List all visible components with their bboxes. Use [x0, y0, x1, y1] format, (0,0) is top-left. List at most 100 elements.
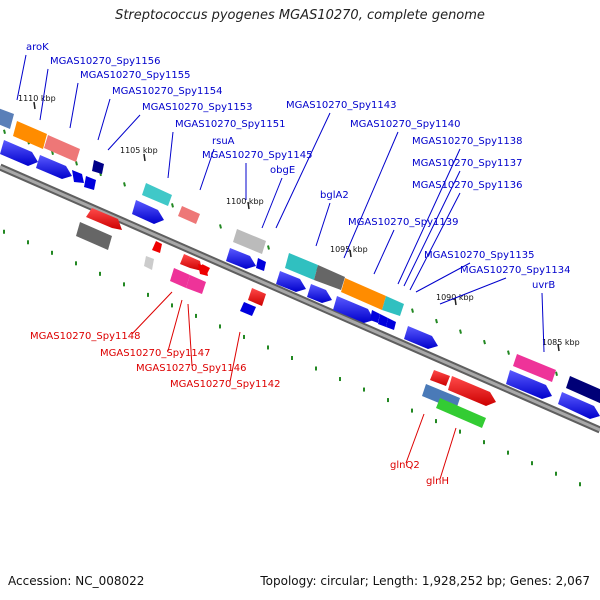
label-leader-line	[439, 427, 457, 480]
gene-label[interactable]: rsuA	[212, 136, 235, 147]
gene-feature	[256, 258, 266, 271]
gene-feature	[333, 296, 374, 323]
tick-mark	[557, 343, 560, 352]
gene-feature	[233, 229, 266, 254]
gene-feature	[142, 183, 172, 206]
gene-feature	[386, 318, 396, 330]
label-leader-line	[69, 82, 79, 129]
gene-feature	[276, 271, 306, 292]
gene-feature	[513, 354, 556, 382]
label-leader-line	[373, 229, 395, 275]
label-leader-line	[439, 277, 507, 305]
gc-marker	[555, 371, 558, 376]
gene-label[interactable]: MGAS10270_Spy1137	[412, 158, 522, 169]
gene-feature	[404, 326, 438, 349]
reverse-gene-labels: MGAS10270_Spy1148MGAS10270_Spy1147MGAS10…	[30, 291, 457, 487]
gene-feature	[202, 264, 210, 276]
gene-feature	[13, 121, 47, 149]
map-title: Streptococcus pyogenes MGAS10270, comple…	[115, 8, 485, 23]
tick-label: 1100 kbp	[226, 197, 264, 206]
genome-summary-text: Topology: circular; Length: 1,928,252 bp…	[260, 574, 590, 588]
gene-feature	[226, 248, 256, 269]
forward-gene-labels: aroKMGAS10270_Spy1156MGAS10270_Spy1155MG…	[16, 42, 570, 353]
label-leader-line	[131, 291, 173, 335]
gene-label[interactable]: glnQ2	[390, 460, 420, 471]
gene-label[interactable]: MGAS10270_Spy1147	[100, 348, 210, 359]
gc-marker	[507, 350, 510, 355]
label-leader-line	[275, 112, 331, 229]
label-leader-line	[409, 192, 461, 291]
gene-feature	[170, 268, 190, 288]
label-leader-line	[315, 202, 331, 247]
gc-marker	[267, 245, 270, 250]
tick-label: 1105 kbp	[120, 146, 158, 155]
gene-label[interactable]: MGAS10270_Spy1134	[460, 265, 570, 276]
label-leader-line	[167, 299, 183, 352]
label-leader-line	[187, 303, 193, 367]
gene-label[interactable]: MGAS10270_Spy1142	[170, 379, 280, 390]
gene-label[interactable]: MGAS10270_Spy1156	[50, 56, 160, 67]
gene-label[interactable]: MGAS10270_Spy1140	[350, 119, 460, 130]
gc-marker	[123, 182, 126, 187]
gc-marker	[171, 203, 174, 208]
forward-strand-genes	[0, 108, 600, 419]
gene-label[interactable]: aroK	[26, 42, 49, 53]
tick-mark	[454, 297, 457, 306]
gene-label[interactable]: bglA2	[320, 190, 349, 201]
label-leader-line	[167, 131, 174, 179]
gene-label[interactable]: MGAS10270_Spy1145	[202, 150, 312, 161]
gene-label[interactable]: MGAS10270_Spy1136	[412, 180, 522, 191]
gene-feature	[132, 200, 164, 224]
gene-label[interactable]: MGAS10270_Spy1139	[348, 217, 458, 228]
label-leader-line	[107, 114, 141, 151]
gene-feature	[248, 288, 266, 306]
gene-label[interactable]: MGAS10270_Spy1151	[175, 119, 285, 130]
gene-label[interactable]: MGAS10270_Spy1148	[30, 331, 140, 342]
label-leader-line	[397, 148, 461, 285]
gene-feature	[72, 170, 84, 183]
tick-label: 1110 kbp	[18, 94, 56, 103]
gene-feature	[0, 108, 14, 129]
gene-feature	[44, 135, 80, 162]
label-leader-line	[39, 68, 49, 121]
gene-feature	[506, 370, 552, 399]
gene-label[interactable]: MGAS10270_Spy1154	[112, 86, 222, 97]
gene-label[interactable]: MGAS10270_Spy1155	[80, 70, 190, 81]
gene-feature	[430, 370, 450, 386]
gene-feature	[558, 392, 600, 419]
gene-label[interactable]: MGAS10270_Spy1143	[286, 100, 396, 111]
gc-marker	[483, 339, 486, 345]
tick-mark	[33, 101, 36, 110]
gene-feature	[370, 310, 380, 323]
gene-feature	[178, 206, 200, 224]
gc-marker	[75, 161, 78, 166]
gene-feature	[76, 222, 112, 250]
gc-marker	[459, 329, 462, 334]
gene-feature	[448, 376, 496, 406]
label-leader-line	[229, 331, 241, 383]
gc-marker	[219, 224, 222, 229]
gene-feature	[84, 176, 96, 190]
label-leader-line	[343, 131, 399, 259]
gene-label[interactable]: uvrB	[532, 280, 555, 291]
gene-label[interactable]: glnH	[426, 476, 449, 487]
tick-label: 1095 kbp	[330, 245, 368, 254]
gene-label[interactable]: MGAS10270_Spy1138	[412, 136, 522, 147]
gene-feature	[382, 296, 404, 316]
reverse-strand-genes	[76, 208, 496, 428]
gene-label[interactable]: MGAS10270_Spy1153	[142, 102, 252, 113]
gene-feature	[240, 302, 256, 316]
gene-feature	[378, 314, 388, 327]
tick-mark	[143, 153, 146, 162]
gene-feature	[86, 208, 122, 230]
gene-feature	[314, 265, 345, 290]
gene-label[interactable]: obgE	[270, 165, 295, 176]
accession-text: Accession: NC_008022	[8, 574, 145, 588]
gene-feature	[341, 278, 386, 310]
gene-label[interactable]: MGAS10270_Spy1146	[136, 363, 246, 374]
gene-feature	[36, 155, 72, 179]
gene-feature	[436, 398, 486, 428]
gene-label[interactable]: MGAS10270_Spy1135	[424, 250, 534, 261]
label-leader-line	[16, 54, 27, 101]
